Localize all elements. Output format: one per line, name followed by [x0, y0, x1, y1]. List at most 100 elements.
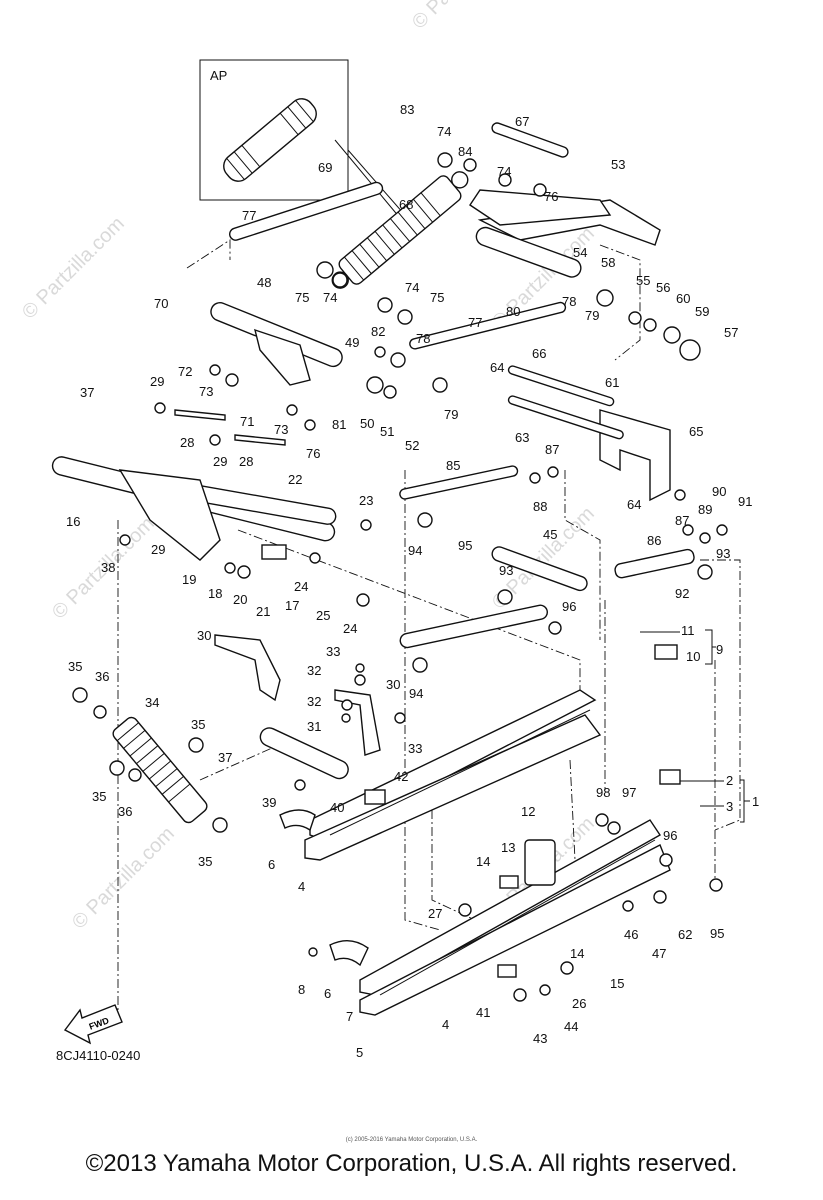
- callout-label: 80: [506, 304, 520, 319]
- watermark-text: © Partzilla.com: [408, 0, 519, 34]
- callout-label: 35: [191, 717, 205, 732]
- callout-label: 63: [515, 430, 529, 445]
- callout-label: 66: [532, 346, 546, 361]
- rear-shock-68: [331, 171, 469, 289]
- callout-label: 2: [726, 773, 733, 788]
- block-12: [524, 839, 556, 886]
- bracket-30: [214, 634, 381, 756]
- callout-label: 4: [442, 1017, 449, 1032]
- callout-label: 31: [307, 719, 321, 734]
- callout-label: 37: [80, 385, 94, 400]
- callout-label: 78: [562, 294, 576, 309]
- group-brackets: [640, 629, 750, 823]
- shaft-40: [259, 727, 349, 780]
- callout-label: 33: [408, 741, 422, 756]
- callout-label: 29: [150, 374, 164, 389]
- front-shock-34: [112, 716, 208, 824]
- callout-label: 36: [118, 804, 132, 819]
- callout-label: 78: [416, 331, 430, 346]
- callout-label: 93: [716, 546, 730, 561]
- callout-label: 4: [298, 879, 305, 894]
- callout-label: 75: [430, 290, 444, 305]
- small-parts: [72, 152, 728, 1002]
- callout-label: 64: [490, 360, 504, 375]
- bracket-61: [599, 409, 671, 502]
- callout-label: 68: [399, 197, 413, 212]
- callout-label: 11: [681, 623, 695, 638]
- callout-label: 37: [218, 750, 232, 765]
- damper-rod: [399, 604, 548, 649]
- diagram-code: 8CJ4110-0240: [56, 1048, 141, 1063]
- callout-label: 92: [675, 586, 689, 601]
- fwd-arrow-icon: FWD: [63, 1004, 123, 1045]
- callout-label: 91: [738, 494, 752, 509]
- callout-label: 95: [710, 926, 724, 941]
- callout-label: 79: [444, 407, 458, 422]
- callout-label: 57: [724, 325, 738, 340]
- callout-label: 30: [386, 677, 400, 692]
- tiny-credit: (c) 2005-2016 Yamaha Motor Corporation, …: [345, 1137, 478, 1143]
- callout-label: 27: [428, 906, 442, 921]
- callout-label: 25: [316, 608, 330, 623]
- callout-label: 38: [101, 560, 115, 575]
- callout-label: 58: [601, 255, 615, 270]
- rods-77: [229, 181, 567, 350]
- callout-label: 77: [242, 208, 256, 223]
- callout-label: 73: [274, 422, 288, 437]
- callout-label: 83: [400, 102, 414, 117]
- callout-label: 85: [446, 458, 460, 473]
- callout-label: 6: [324, 986, 331, 1001]
- callout-label: 96: [562, 599, 576, 614]
- callout-label: 40: [330, 800, 344, 815]
- callout-label: 93: [499, 563, 513, 578]
- callout-label: 97: [622, 785, 636, 800]
- callout-label: 59: [695, 304, 709, 319]
- callout-label: 74: [323, 290, 337, 305]
- front-frame-16: [51, 456, 337, 561]
- inset-tag: AP: [210, 68, 228, 83]
- callout-label: 84: [458, 144, 472, 159]
- callout-label: 14: [476, 854, 490, 869]
- callout-label: 8: [298, 982, 305, 997]
- callout-label: 14: [570, 946, 584, 961]
- callout-label: 89: [698, 502, 712, 517]
- callout-label: 76: [306, 446, 320, 461]
- callout-label: 43: [533, 1031, 547, 1046]
- callout-label: 88: [533, 499, 547, 514]
- callout-label: 90: [712, 484, 726, 499]
- callout-label: 42: [394, 769, 408, 784]
- callout-label: 87: [545, 442, 559, 457]
- callout-label: 35: [92, 789, 106, 804]
- callout-label: 56: [656, 280, 670, 295]
- callout-label: 41: [476, 1005, 490, 1020]
- callout-label: 3: [726, 799, 733, 814]
- callout-label: 6: [268, 857, 275, 872]
- callout-label: 79: [585, 308, 599, 323]
- callout-label: 13: [501, 840, 515, 855]
- callout-label: 28: [180, 435, 194, 450]
- callout-label: 22: [288, 472, 302, 487]
- callout-label: 12: [521, 804, 535, 819]
- callout-label: 36: [95, 669, 109, 684]
- callout-label: 71: [240, 414, 254, 429]
- callout-label: 34: [145, 695, 159, 710]
- callout-label: 17: [285, 598, 299, 613]
- callout-label: 10: [686, 649, 700, 664]
- callout-labels: 83 74 84 67 53 74 76 68 54 58 77 75 74 7…: [66, 102, 759, 1060]
- callout-label: 62: [678, 927, 692, 942]
- callout-label: 20: [233, 592, 247, 607]
- callout-label: 94: [409, 686, 423, 701]
- callout-label: 76: [544, 189, 558, 204]
- watermark-text: © Partzilla.com: [68, 823, 179, 934]
- callout-label: 64: [627, 497, 641, 512]
- callout-label: 50: [360, 416, 374, 431]
- slide-rail-lower: [359, 819, 671, 1016]
- callout-label: 35: [198, 854, 212, 869]
- callout-label: 5: [356, 1045, 363, 1060]
- callout-label: 45: [543, 527, 557, 542]
- callout-label: 26: [572, 996, 586, 1011]
- callout-label: 73: [199, 384, 213, 399]
- callout-label: 47: [652, 946, 666, 961]
- callout-label: 77: [468, 315, 482, 330]
